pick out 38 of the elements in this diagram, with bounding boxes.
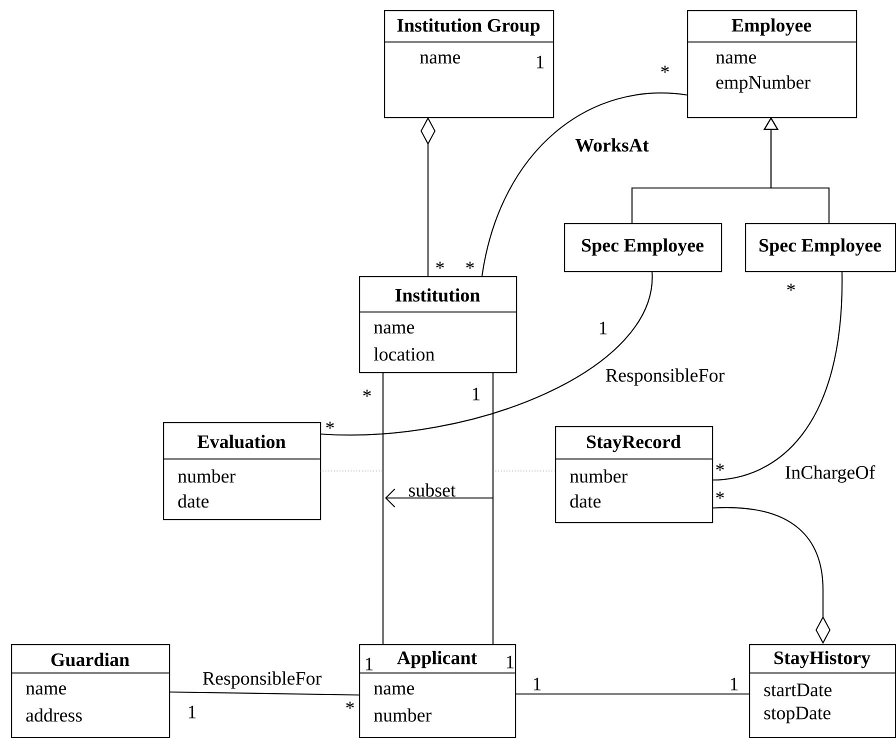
- association-line: [712, 270, 843, 481]
- association-line: [492, 372, 494, 644]
- multiplicity-label: *: [436, 262, 444, 269]
- class-box: Spec Employee: [745, 223, 896, 272]
- multiplicity-label: 1: [534, 678, 541, 690]
- edge-label: WorksAt: [574, 137, 650, 153]
- multiplicity-label: 1: [366, 658, 373, 670]
- class-box: StayRecord number date: [555, 426, 714, 524]
- multiplicity-label: 1: [472, 388, 480, 400]
- edge-label: InChargeOf: [784, 464, 876, 484]
- multiplicity-label: *: [466, 262, 474, 269]
- association-class-link: [494, 470, 556, 472]
- association-class-link: [320, 470, 382, 472]
- constraint-label: subset: [409, 483, 456, 497]
- class-box: StayHistory startDate stopDate: [749, 644, 896, 738]
- multiplicity-label: 1: [600, 322, 607, 334]
- class-box: Employee name empNumber: [687, 10, 858, 118]
- multiplicity-label: *: [346, 702, 354, 709]
- multiplicity-label: 1: [506, 656, 514, 668]
- multiplicity-label: *: [661, 66, 669, 73]
- association-line: [481, 92, 688, 276]
- multiplicity-label: *: [363, 390, 371, 397]
- association-line: [320, 270, 653, 436]
- edge-label: ResponsibleFor: [604, 367, 726, 387]
- multiplicity-label: *: [716, 464, 724, 471]
- class-box: Guardian name address: [11, 644, 170, 738]
- association-line: [382, 372, 384, 644]
- multiplicity-label: *: [326, 422, 334, 429]
- multiplicity-label: 1: [536, 56, 544, 68]
- association-line: [169, 691, 360, 696]
- class-box: Evaluation number date: [163, 422, 322, 520]
- class-box: Institution name location: [359, 276, 518, 374]
- class-box: Spec Employee: [564, 223, 722, 272]
- multiplicity-label: 1: [188, 706, 196, 718]
- association-line: [515, 693, 749, 695]
- multiplicity-label: *: [716, 492, 724, 499]
- edge-label: ResponsibleFor: [201, 670, 323, 690]
- multiplicity-label: 1: [730, 678, 738, 690]
